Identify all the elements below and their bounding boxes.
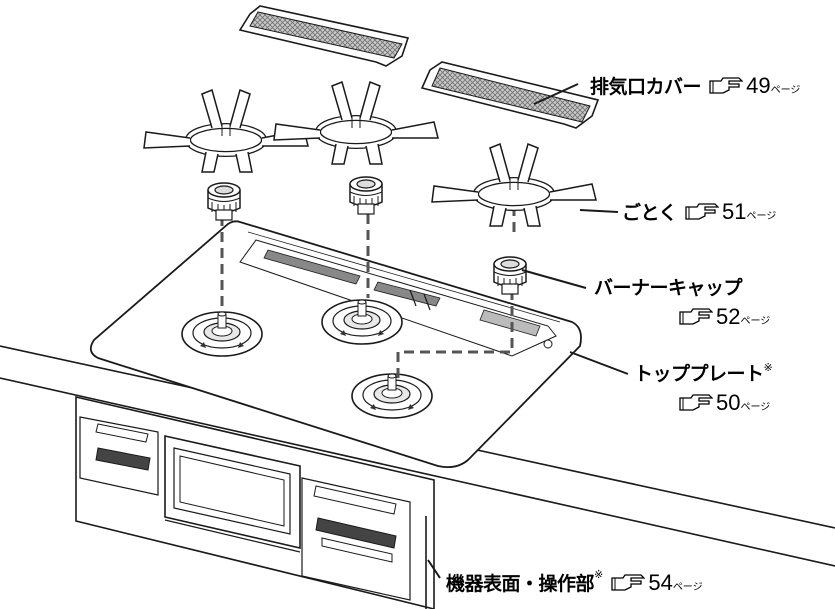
label-trivet: ごとく 51ページ xyxy=(622,201,776,223)
label-burner-cap: バーナーキャップ xyxy=(594,277,743,299)
label-top-plate-ref: 50ページ xyxy=(676,392,770,414)
burner-cap-center xyxy=(349,176,383,215)
burner-cap-page-suffix: ページ xyxy=(740,316,771,327)
label-equipment-surface: 機器表面・操作部※ 54ページ xyxy=(446,569,703,595)
trivet-page-suffix: ページ xyxy=(746,211,777,222)
exhaust-cover-page: 49 xyxy=(746,73,771,98)
pointing-hand-icon xyxy=(679,308,713,325)
pointing-hand-icon xyxy=(685,203,720,220)
pointing-hand-icon xyxy=(679,394,713,411)
burner-cap-left xyxy=(207,182,241,221)
top-plate-page-suffix: ページ xyxy=(740,402,771,413)
burner-cap-page: 52 xyxy=(716,304,741,329)
top-plate-page: 50 xyxy=(716,390,741,415)
equipment-surface-note-mark: ※ xyxy=(594,568,604,581)
burner-base-center xyxy=(321,299,403,345)
top-plate-note-mark: ※ xyxy=(763,361,773,374)
pointing-hand-icon xyxy=(611,574,646,591)
burner-cap-label: バーナーキャップ xyxy=(594,277,743,299)
burner-base-front xyxy=(351,373,433,419)
equipment-surface-page-suffix: ページ xyxy=(672,582,703,593)
label-exhaust-cover: 排気口カバー 49ページ xyxy=(590,75,800,97)
pointing-hand-icon xyxy=(709,77,744,94)
label-burner-cap-ref: 52ページ xyxy=(676,306,770,328)
control-panel xyxy=(75,395,435,609)
leader-lines xyxy=(427,83,629,579)
trivet-label: ごとく xyxy=(622,202,677,224)
burner-cap-right xyxy=(493,256,527,295)
burner-base-left xyxy=(181,311,263,357)
equipment-surface-page: 54 xyxy=(648,570,673,595)
label-top-plate: トッププレート※ xyxy=(634,362,773,385)
top-plate-label: トッププレート xyxy=(634,363,764,385)
exhaust-cover-back xyxy=(238,5,410,67)
trivet-center xyxy=(274,82,438,164)
assembly-guide-lines xyxy=(220,206,516,380)
equipment-surface-label: 機器表面・操作部 xyxy=(446,573,595,595)
exhaust-cover-front xyxy=(420,61,600,129)
exhaust-cover-page-suffix: ページ xyxy=(770,85,801,96)
exhaust-cover-label: 排気口カバー xyxy=(590,76,702,98)
trivet-page: 51 xyxy=(722,199,747,224)
top-plate xyxy=(89,220,582,469)
